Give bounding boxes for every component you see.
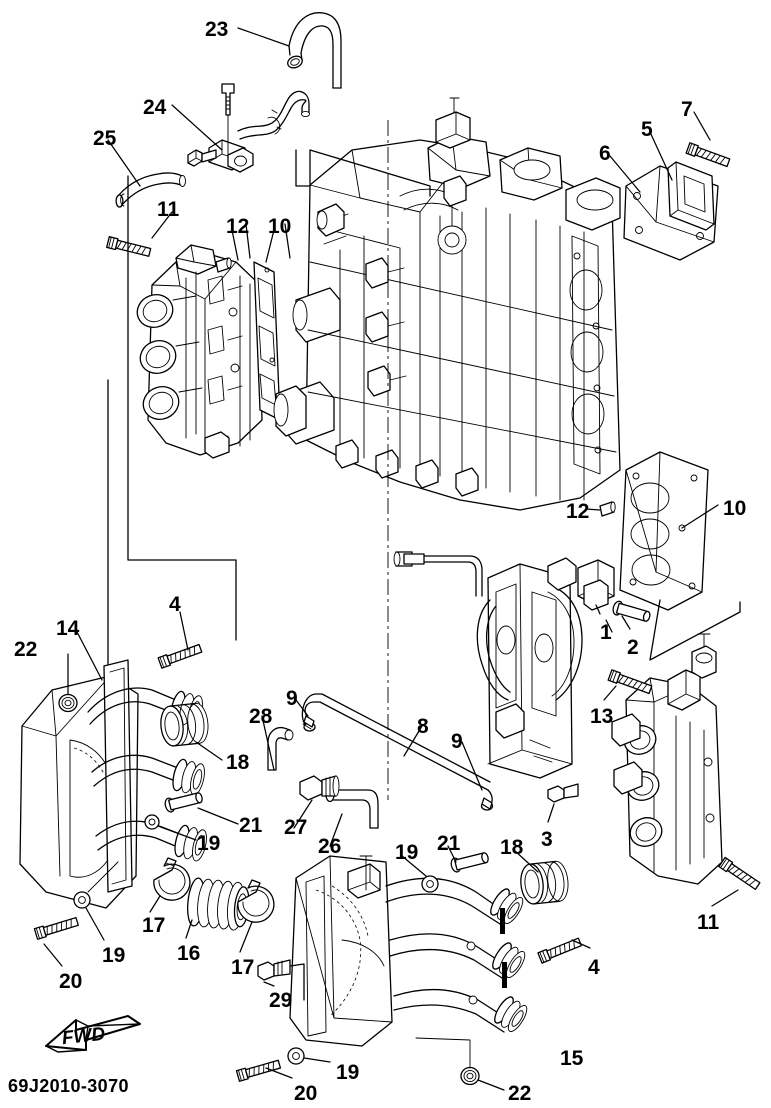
callout-number-16: 16 [177, 942, 201, 965]
callout-number-3: 3 [541, 828, 553, 851]
callout-number-2: 2 [627, 636, 639, 659]
callout-number-9b: 9 [451, 730, 463, 753]
callout-number-7: 7 [681, 98, 693, 121]
callout-number-5: 5 [641, 118, 653, 141]
part-number-label: 69J2010-3070 [8, 1076, 129, 1096]
callout-number-11b: 11 [697, 911, 720, 934]
callout-number-8: 8 [417, 715, 429, 738]
callout-number-10: 10 [268, 215, 292, 238]
callout-number-20b: 20 [294, 1082, 318, 1105]
callout-number-18: 18 [226, 751, 250, 774]
callout-number-18b: 18 [500, 836, 524, 859]
callout-number-12b: 12 [566, 500, 590, 523]
callout-number-22b: 22 [508, 1082, 532, 1105]
callout-number-19b: 19 [395, 841, 419, 864]
callout-number-28: 28 [249, 705, 273, 728]
callout-number-26: 26 [318, 835, 342, 858]
callout-number-10b: 10 [723, 497, 747, 520]
callout-number-29: 29 [269, 989, 293, 1012]
callout-number-17: 17 [142, 914, 166, 937]
callout-number-19d: 19 [336, 1061, 360, 1084]
callout-number-24: 24 [143, 96, 167, 119]
callout-number-4: 4 [169, 593, 181, 616]
callout-number-19c: 19 [102, 944, 126, 967]
callout-number-15: 15 [560, 1047, 584, 1070]
callout-number-13: 13 [590, 705, 614, 728]
callout-number-6: 6 [599, 142, 611, 165]
callout-number-9: 9 [286, 687, 298, 710]
fwd-orientation-marker [36, 1012, 156, 1068]
callout-number-11: 11 [157, 198, 180, 221]
callout-number-25: 25 [93, 127, 117, 150]
callout-number-14: 14 [56, 617, 80, 640]
callout-number-23: 23 [205, 18, 229, 41]
callout-number-20: 20 [59, 970, 83, 993]
callout-number-12: 12 [226, 215, 250, 238]
callout-number-22: 22 [14, 638, 38, 661]
callout-number-19: 19 [197, 832, 221, 855]
callout-number-17b: 17 [231, 956, 255, 979]
callout-number-21b: 21 [437, 832, 461, 855]
callout-number-27: 27 [284, 816, 308, 839]
callout-number-21: 21 [239, 814, 263, 837]
callout-number-4b: 4 [588, 956, 600, 979]
callout-number-1: 1 [600, 621, 612, 644]
fwd-label: FWD [60, 1023, 107, 1050]
